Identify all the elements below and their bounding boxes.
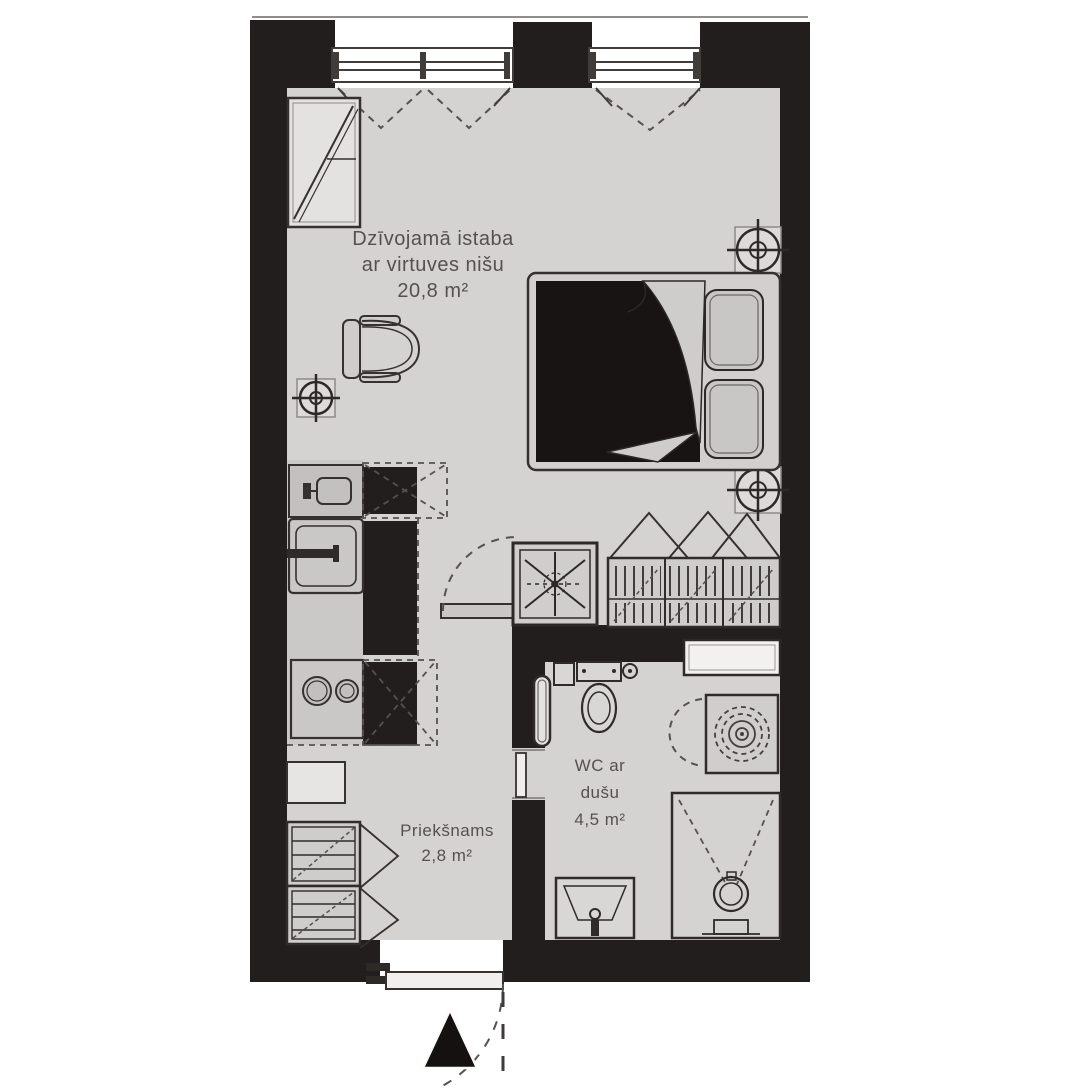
survey-marker-icon <box>727 219 789 281</box>
living-room-label: Dzīvojamā istaba ar virtuves nišu 20,8 m… <box>352 228 514 302</box>
bathroom: WC ar dušu 4,5 m² <box>512 638 782 940</box>
washbasin-icon <box>554 876 636 940</box>
room-area: 2,8 m² <box>421 846 472 865</box>
toilet-icon <box>553 661 638 734</box>
walls <box>250 16 810 982</box>
cooktop-icon <box>289 658 365 740</box>
survey-marker-icon <box>292 374 340 422</box>
room-name: Priekšnams <box>400 821 494 840</box>
kitchen <box>287 460 448 746</box>
entrance-door-icon <box>366 963 505 1088</box>
room-area: 4,5 m² <box>574 810 625 829</box>
bathroom-door <box>512 748 545 800</box>
pillow-icon <box>704 289 764 371</box>
bed-icon <box>526 271 782 472</box>
room-name: dušu <box>581 783 620 802</box>
balcony-door-icon <box>286 96 362 229</box>
duvet-fold <box>641 280 706 444</box>
hallway: Priekšnams 2,8 m² <box>285 761 494 949</box>
wardrobe-icon <box>606 510 782 629</box>
radiator-icon <box>532 674 552 748</box>
ventilation-shaft-icon <box>511 541 599 627</box>
wall-cabinet <box>286 761 346 804</box>
entrance <box>366 963 505 1088</box>
entrance-arrow-icon <box>421 1007 479 1070</box>
room-name: ar virtuves nišu <box>362 254 505 276</box>
upper-cabinet-icon <box>287 462 448 746</box>
wall-niche <box>682 638 782 677</box>
door-leaf <box>515 752 527 798</box>
shower-icon <box>668 693 780 775</box>
kitchen-tap-icon <box>288 464 364 518</box>
desk-chair-icon <box>342 315 421 383</box>
door-swing-arc <box>436 983 504 1088</box>
storage-shelves-icon <box>285 884 400 949</box>
room-area: 20,8 m² <box>397 280 468 302</box>
room-name: Dzīvojamā istaba <box>352 228 514 250</box>
door-leaf <box>440 603 518 619</box>
kitchen-sink-icon <box>287 517 365 595</box>
window-icon <box>588 47 701 132</box>
kitchen-niche-wall <box>363 467 417 514</box>
washing-machine-icon <box>670 791 782 940</box>
room-name: WC ar <box>575 756 626 775</box>
pillow-icon <box>704 379 764 459</box>
